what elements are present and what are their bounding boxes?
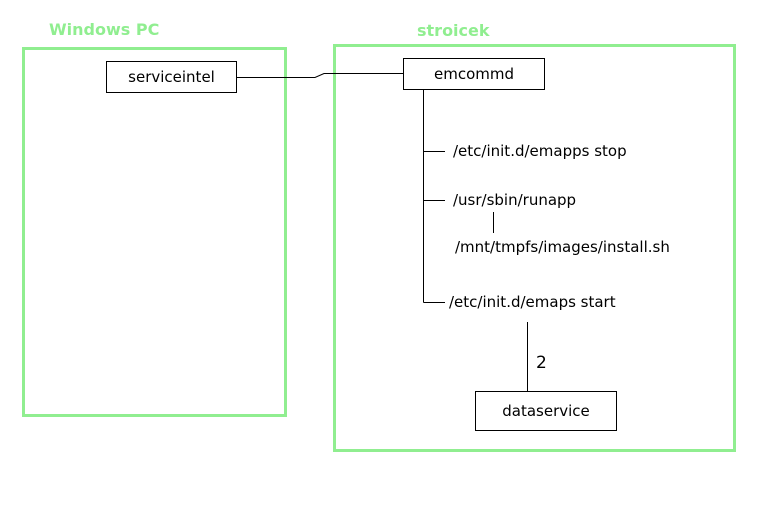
node-dataservice: dataservice [475,391,617,431]
node-serviceintel: serviceintel [106,61,237,93]
group-title-stroicek: stroicek [417,21,490,40]
edge-label-count: 2 [536,353,547,373]
group-box-stroicek [333,44,736,452]
command-emaps-start: /etc/init.d/emaps start [449,293,616,311]
group-box-windows-pc [22,47,287,417]
group-title-windows-pc: Windows PC [49,20,160,39]
node-emcommd: emcommd [403,58,545,90]
command-emapps-stop: /etc/init.d/emapps stop [453,142,627,160]
command-runapp: /usr/sbin/runapp [453,191,577,209]
command-install-sh: /mnt/tmpfs/images/install.sh [455,238,670,256]
